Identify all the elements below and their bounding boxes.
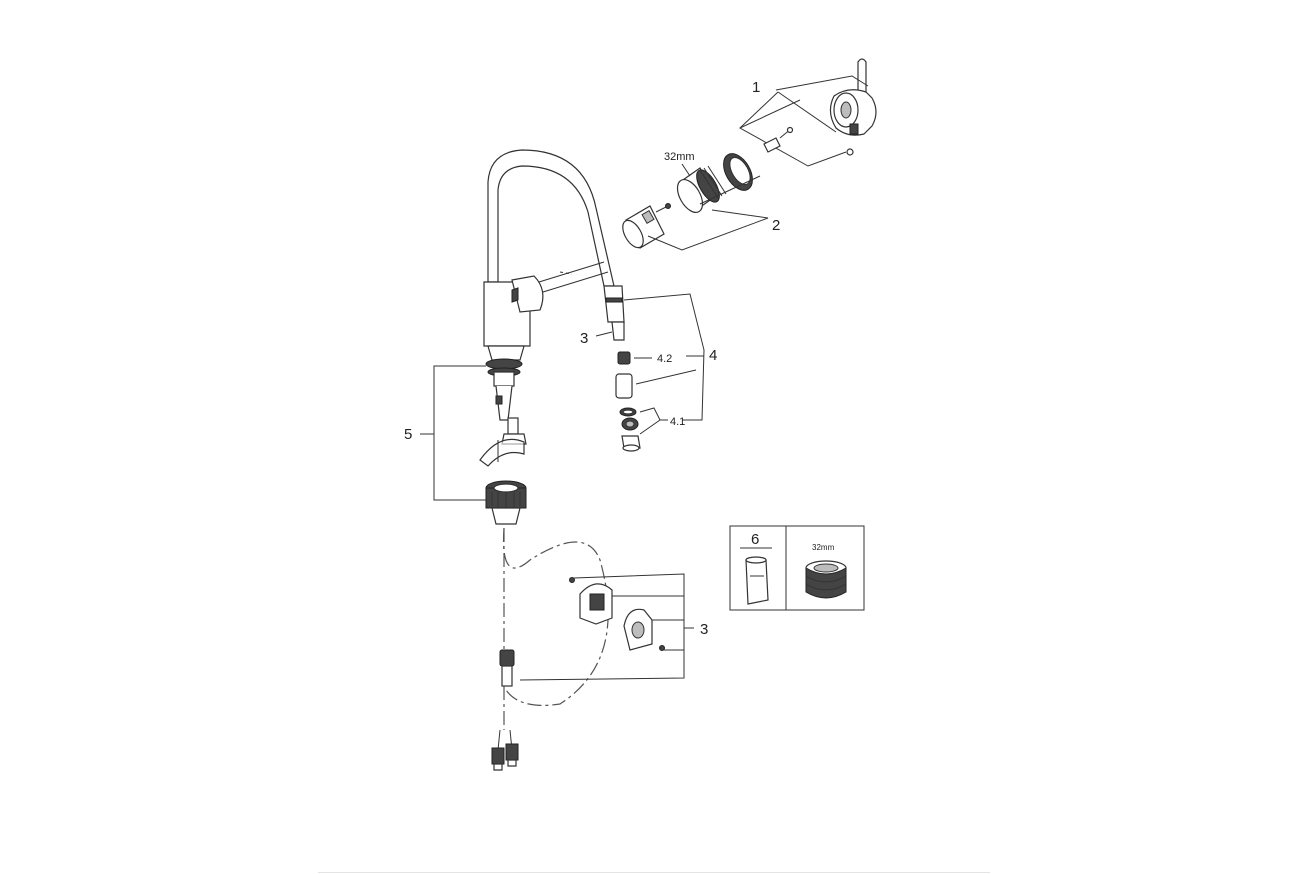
cartridge-size-label: 32mm [664, 151, 695, 163]
part-6-label: 6 [751, 531, 759, 548]
grub-screw [763, 126, 794, 153]
part-4-2-label: 4.2 [657, 353, 672, 365]
part-5-bracket [420, 365, 486, 501]
quick-connector [499, 649, 515, 687]
supply-hose-ends [491, 729, 519, 771]
part-5-label: 5 [404, 426, 412, 443]
hose-weight-holder [569, 577, 665, 651]
washer-plate [479, 438, 525, 467]
cartridge [622, 203, 671, 249]
part-3-spray-label: 3 [580, 330, 588, 347]
part-2-label: 2 [772, 217, 780, 234]
inset-nut [805, 560, 847, 599]
aerator-stack [615, 351, 641, 452]
part-4-1-label: 4.1 [670, 416, 685, 428]
inset-cartridge-size-label: 32mm [812, 543, 835, 552]
supply-hoses-upper [495, 385, 527, 445]
cap-ring [723, 153, 753, 191]
lever-handle [829, 58, 877, 156]
faucet-body [483, 275, 544, 387]
part-4-leader [623, 293, 705, 435]
inset-box [729, 525, 865, 611]
pull-out-hose-path [502, 527, 609, 730]
spray-head-connector [595, 331, 613, 337]
spray-head [603, 285, 625, 341]
inset-cartridge [745, 556, 769, 605]
part-3-holder-leader [519, 573, 694, 681]
part-3-holder-label: 3 [700, 621, 708, 638]
cartridge-nut [676, 165, 727, 213]
footer-divider [318, 872, 990, 873]
faucet-spout [487, 149, 615, 287]
part-2-leader [647, 175, 769, 251]
part-1-label: 1 [752, 79, 760, 96]
part-4-label: 4 [709, 347, 717, 364]
mounting-nut [485, 480, 527, 525]
